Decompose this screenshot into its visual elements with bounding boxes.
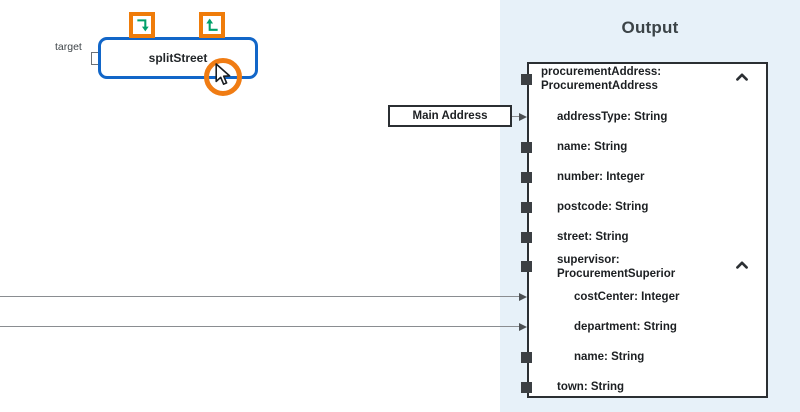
click-highlight-ring	[204, 58, 242, 96]
chevron-up-icon[interactable]	[736, 72, 748, 81]
schema-field-port[interactable]	[521, 74, 532, 85]
main-address-chip[interactable]: Main Address	[388, 105, 512, 127]
schema-field-port[interactable]	[521, 382, 532, 393]
schema-field-label: department: String	[574, 321, 677, 333]
schema-field-row[interactable]: costCenter: Integer	[529, 291, 770, 305]
output-panel-title: Output	[621, 18, 679, 37]
schema-field-row[interactable]: department: String	[529, 321, 770, 335]
schema-field-label: town: String	[557, 381, 625, 393]
schema-field-port[interactable]	[521, 142, 532, 153]
schema-field-row[interactable]: street: String	[529, 231, 770, 245]
schema-field-port[interactable]	[521, 172, 532, 183]
schema-field-label: number: Integer	[557, 171, 645, 183]
schema-field-port[interactable]	[521, 261, 532, 272]
schema-field-label: postcode: String	[557, 201, 649, 213]
schema-field-row[interactable]: procurementAddress: ProcurementAddress	[529, 66, 770, 93]
connection-line[interactable]	[512, 116, 519, 117]
mouse-pointer-icon	[215, 63, 232, 87]
schema-field-label: procurementAddress: ProcurementAddress	[541, 66, 662, 92]
connection-arrowhead	[519, 322, 527, 331]
node-toolbar-arrow-down-button[interactable]	[129, 12, 155, 38]
node-target-label: target	[55, 41, 82, 53]
schema-field-row[interactable]: town: String	[529, 381, 770, 395]
chevron-up-icon[interactable]	[736, 260, 748, 269]
schema-field-row[interactable]: supervisor: ProcurementSuperior	[529, 254, 770, 281]
main-address-chip-label: Main Address	[412, 110, 488, 122]
schema-field-row[interactable]: addressType: String	[529, 111, 770, 125]
schema-field-row[interactable]: name: String	[529, 141, 770, 155]
schema-field-label: costCenter: Integer	[574, 291, 680, 303]
schema-field-label: addressType: String	[557, 111, 668, 123]
connection-line[interactable]	[0, 296, 519, 297]
schema-field-row[interactable]: name: String	[529, 351, 770, 365]
node-toolbar-arrow-up-button[interactable]	[199, 12, 225, 38]
schema-field-port[interactable]	[521, 202, 532, 213]
connection-arrowhead	[519, 112, 527, 121]
schema-field-port[interactable]	[521, 352, 532, 363]
schema-field-label: name: String	[574, 351, 645, 363]
schema-field-row[interactable]: postcode: String	[529, 201, 770, 215]
connection-line[interactable]	[0, 326, 519, 327]
schema-field-label: name: String	[557, 141, 628, 153]
arrow-down-icon	[135, 18, 150, 33]
arrow-up-icon	[205, 18, 220, 33]
schema-field-label: street: String	[557, 231, 629, 243]
output-schema-box: procurementAddress: ProcurementAddress ad…	[527, 62, 768, 398]
schema-field-port[interactable]	[521, 232, 532, 243]
schema-field-label: supervisor: ProcurementSuperior	[557, 254, 676, 280]
splitstreet-node-label: splitStreet	[148, 51, 208, 65]
schema-field-row[interactable]: number: Integer	[529, 171, 770, 185]
connection-arrowhead	[519, 292, 527, 301]
